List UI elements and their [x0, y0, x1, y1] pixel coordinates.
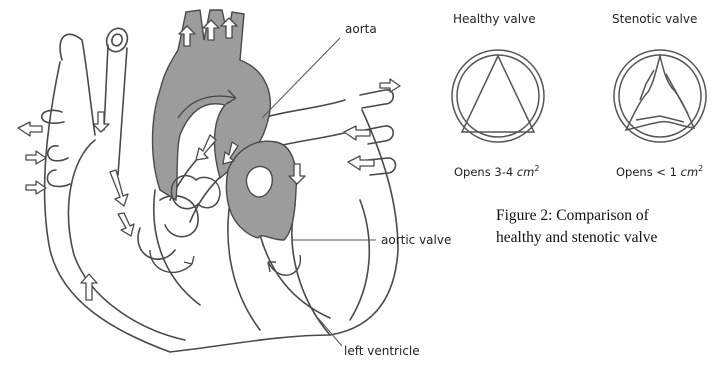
figure-caption: Figure 2: Comparison of healthy and sten…: [496, 205, 657, 249]
tricuspid-valve: [138, 196, 198, 259]
stenotic-valve-drawing: [614, 50, 706, 142]
opening-value: Opens 3-4: [454, 165, 513, 179]
heart-outline: [45, 62, 398, 352]
caption-line-2: healthy and stenotic valve: [496, 227, 657, 249]
stenotic-valve-opening: Opens < 1 cm2: [616, 164, 703, 179]
opening-unit: cm: [517, 165, 535, 179]
arrow-up-icon: [81, 274, 97, 300]
opening-exponent: 2: [698, 164, 703, 173]
pulmonary-valve: [171, 176, 220, 209]
arrow-left-icon: [344, 126, 370, 140]
arrow-down-icon: [110, 170, 128, 206]
opening-unit: cm: [681, 165, 699, 179]
caption-line-1: Figure 2: Comparison of: [496, 205, 657, 227]
aorta-label: aorta: [345, 22, 377, 36]
arrow-down-icon: [93, 112, 109, 132]
arrow-up-icon: [196, 135, 216, 160]
opening-value: Opens < 1: [616, 165, 677, 179]
healthy-valve-title: Healthy valve: [453, 12, 536, 26]
superior-vena-cava: [60, 25, 131, 175]
left-ventricle-label: left ventricle: [344, 344, 420, 358]
healthy-valve-drawing: [452, 50, 544, 142]
arrow-right-icon: [26, 151, 46, 164]
arrow-left-icon: [18, 122, 42, 136]
stenotic-valve-title: Stenotic valve: [612, 12, 697, 26]
aortic-valve-label: aortic valve: [381, 233, 451, 247]
healthy-valve-opening: Opens 3-4 cm2: [454, 164, 539, 179]
opening-exponent: 2: [534, 164, 539, 173]
arrow-left-icon: [348, 156, 374, 170]
arrow-down-icon: [118, 213, 134, 236]
arrow-right-icon: [26, 181, 46, 194]
